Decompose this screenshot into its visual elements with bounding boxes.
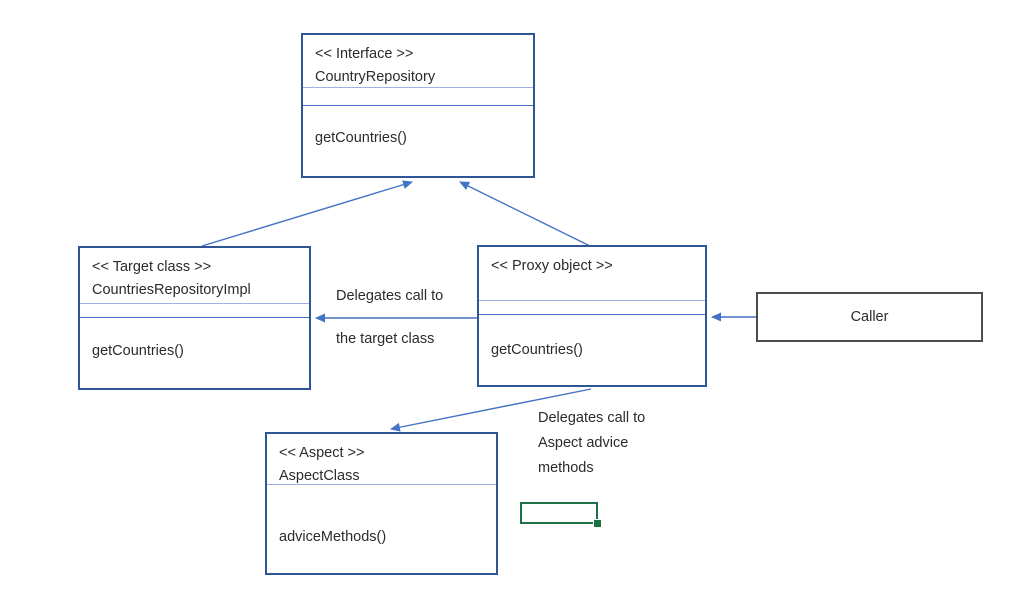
delegate-aspect-note-line3: methods xyxy=(538,460,594,476)
compartment-divider xyxy=(479,314,705,315)
fill-handle[interactable] xyxy=(593,519,602,528)
compartment-divider xyxy=(303,87,533,88)
delegate-aspect-note: Delegates call to Aspect advice methods xyxy=(538,406,645,481)
proxy-stereotype-label: << Proxy object >> xyxy=(491,258,613,274)
target-method-label: getCountries() xyxy=(92,343,184,359)
arrow-proxy-to-interface xyxy=(459,181,591,247)
interface-stereotype-label: << Interface >> xyxy=(315,46,414,62)
interface-class-box[interactable]: << Interface >> CountryRepository getCou… xyxy=(301,33,535,178)
compartment-divider xyxy=(80,303,309,304)
compartment-divider xyxy=(479,300,705,301)
interface-method-label: getCountries() xyxy=(315,130,407,146)
compartment-divider xyxy=(267,484,496,485)
aspect-name-label: AspectClass xyxy=(279,468,360,484)
caller-label: Caller xyxy=(850,309,889,325)
target-stereotype-label: << Target class >> xyxy=(92,259,212,275)
arrow-target-to-interface xyxy=(201,180,413,247)
delegate-target-note-line1: Delegates call to xyxy=(336,288,444,304)
interface-name-label: CountryRepository xyxy=(315,69,436,85)
aspect-class-box[interactable]: << Aspect >> AspectClass adviceMethods() xyxy=(265,432,498,575)
delegate-aspect-note-line1: Delegates call to xyxy=(538,410,646,426)
aspect-stereotype-label: << Aspect >> xyxy=(279,445,365,461)
proxy-method-label: getCountries() xyxy=(491,342,583,358)
target-class-box[interactable]: << Target class >> CountriesRepositoryIm… xyxy=(78,246,311,390)
delegate-aspect-note-line2: Aspect advice xyxy=(538,435,629,451)
excel-selected-cell[interactable] xyxy=(520,502,602,528)
target-name-label: CountriesRepositoryImpl xyxy=(92,282,251,298)
compartment-divider xyxy=(303,105,533,106)
aspect-method-label: adviceMethods() xyxy=(279,529,387,545)
compartment-divider xyxy=(80,317,309,318)
delegate-target-note-line2: the target class xyxy=(336,331,435,347)
caller-box[interactable]: Caller xyxy=(756,292,983,342)
proxy-object-box[interactable]: << Proxy object >> getCountries() xyxy=(477,245,707,387)
